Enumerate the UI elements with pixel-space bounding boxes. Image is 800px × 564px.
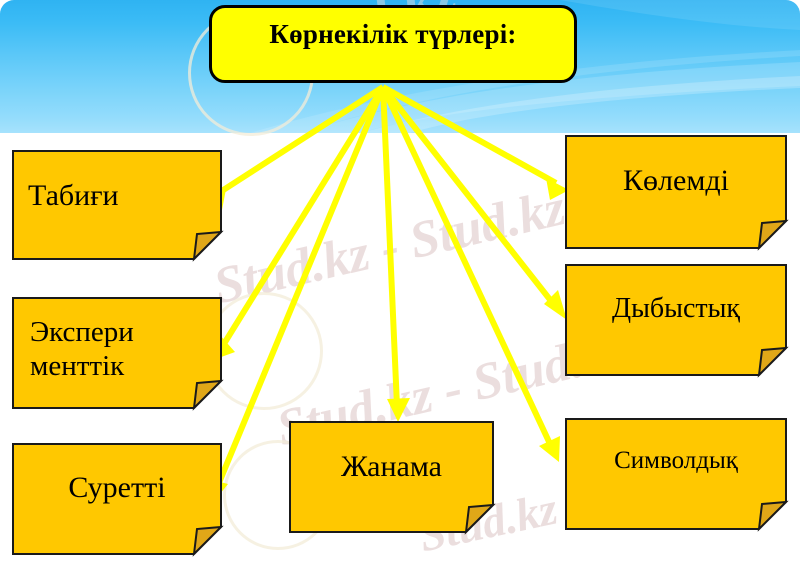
note-card-tabigi[interactable]: Табиғи (12, 150, 224, 262)
note-label: Дыбыстық (611, 293, 741, 325)
note-label: Символдық (614, 447, 738, 474)
note-card-eksperimenttik[interactable]: Экспери менттік (12, 297, 224, 411)
note-label: Жанама (341, 450, 442, 484)
note-label: Суретті (68, 471, 166, 505)
arrow-head-zhanama (387, 398, 410, 422)
arrow-head-dybystyk (544, 290, 567, 320)
note-shape (12, 443, 224, 557)
note-label: Көлемді (623, 164, 729, 198)
note-card-simvoldyk[interactable]: Символдық (565, 418, 789, 532)
arrow-line-simvoldyk (380, 85, 554, 448)
arrow-head-simvoldyk (539, 436, 560, 462)
note-card-kolemdi[interactable]: Көлемді (565, 135, 789, 251)
watermark-ring (205, 292, 323, 410)
note-shape (565, 135, 789, 251)
note-label: Экспери менттік (30, 315, 134, 382)
note-label: Табиғи (28, 179, 119, 213)
note-card-dybystyk[interactable]: Дыбыстық (565, 264, 789, 378)
note-shape (565, 264, 789, 378)
note-card-zhanama[interactable]: Жанама (289, 421, 496, 535)
page-title: Көрнекілік түрлері: (269, 19, 517, 49)
slide-title-box: Көрнекілік түрлері: (209, 5, 577, 83)
note-shape (565, 418, 789, 532)
arrow-line-zhanama (380, 86, 400, 407)
watermark-text: Stud.kz - Stud.kz (208, 179, 571, 316)
note-card-suretti[interactable]: Суретті (12, 443, 224, 557)
